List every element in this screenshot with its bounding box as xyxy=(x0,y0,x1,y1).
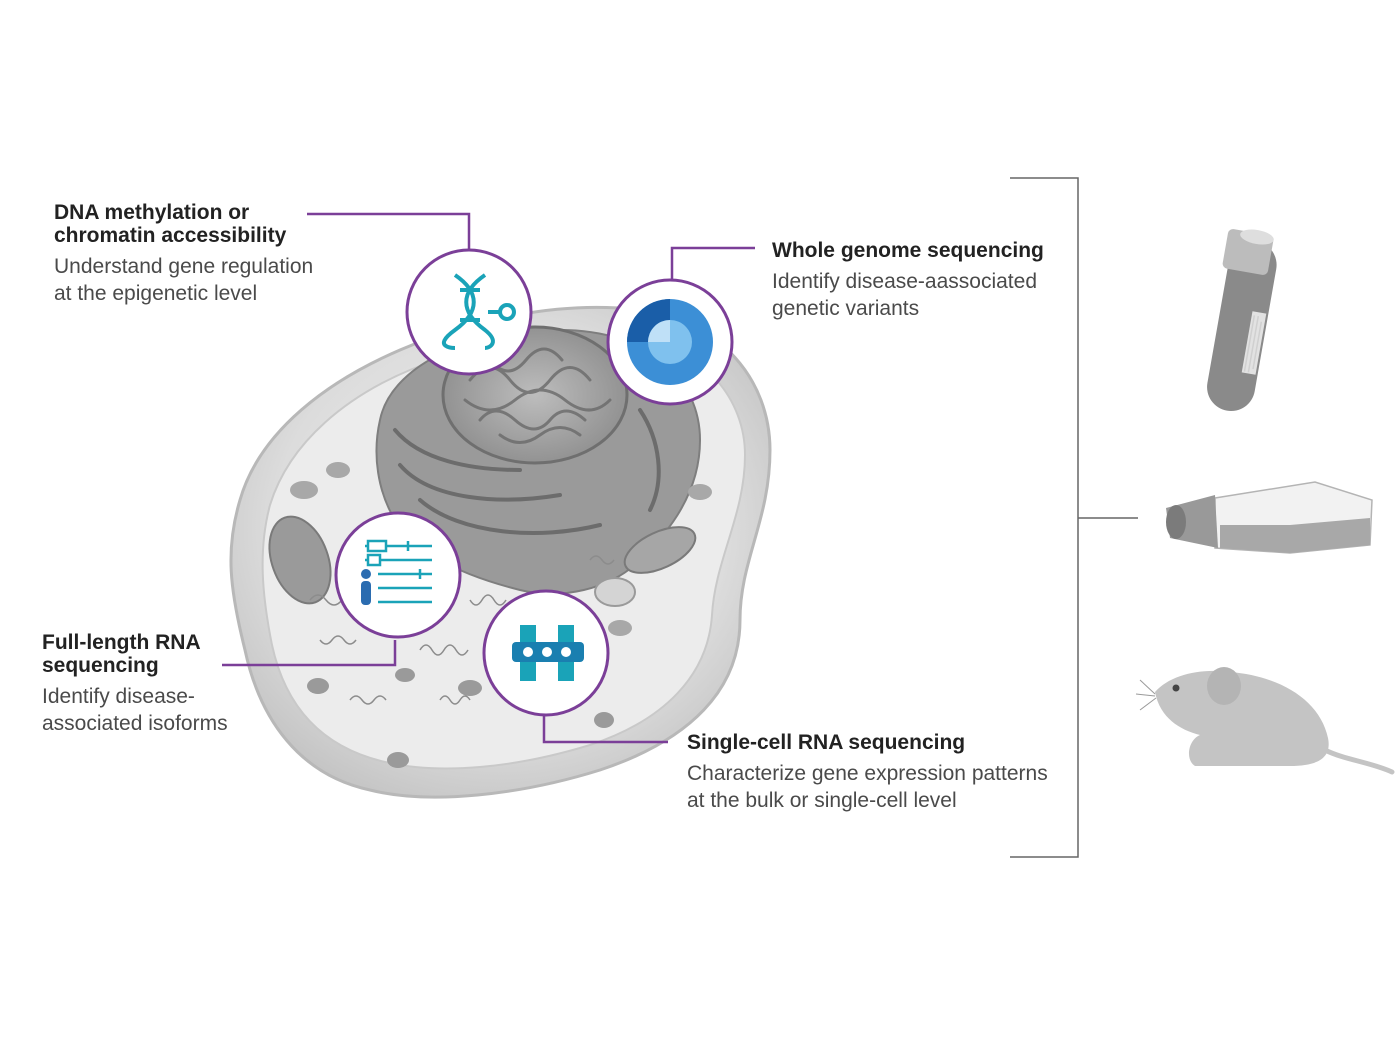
dna-icon xyxy=(405,248,533,376)
callout-title: DNA methylation or chromatin accessibili… xyxy=(54,201,287,247)
cell-illustration xyxy=(229,305,772,799)
callout-description: Understand gene regulation at the epigen… xyxy=(54,255,314,305)
sample-source-bracket xyxy=(1010,177,1138,858)
callout-description: Characterize gene expression patterns at… xyxy=(687,762,1048,812)
single-cell-icon xyxy=(482,589,610,717)
genome-sphere-icon xyxy=(606,278,734,406)
mouse-icon xyxy=(1135,667,1395,775)
callout-description: Identify disease-associated isoforms xyxy=(42,685,228,735)
isoforms-icon xyxy=(334,511,462,639)
callout-full-length-rna: Full-length RNA sequencing Identify dise… xyxy=(42,631,242,737)
callout-title: Full-length RNA sequencing xyxy=(42,631,200,677)
blood-tube-icon xyxy=(1207,229,1277,412)
mitochondrion xyxy=(268,515,332,605)
callout-single-cell-rna: Single-cell RNA sequencing Characterize … xyxy=(687,731,1067,814)
callout-dna-methylation: DNA methylation or chromatin accessibili… xyxy=(54,201,334,307)
callout-description: Identify disease-aassociated genetic var… xyxy=(772,270,1037,320)
callout-title: Whole genome sequencing xyxy=(772,239,1044,262)
callout-whole-genome: Whole genome sequencing Identify disease… xyxy=(772,239,1072,322)
leader-lines xyxy=(222,212,755,744)
callout-title: Single-cell RNA sequencing xyxy=(687,731,966,754)
cell-culture-flask-icon xyxy=(1166,481,1373,554)
